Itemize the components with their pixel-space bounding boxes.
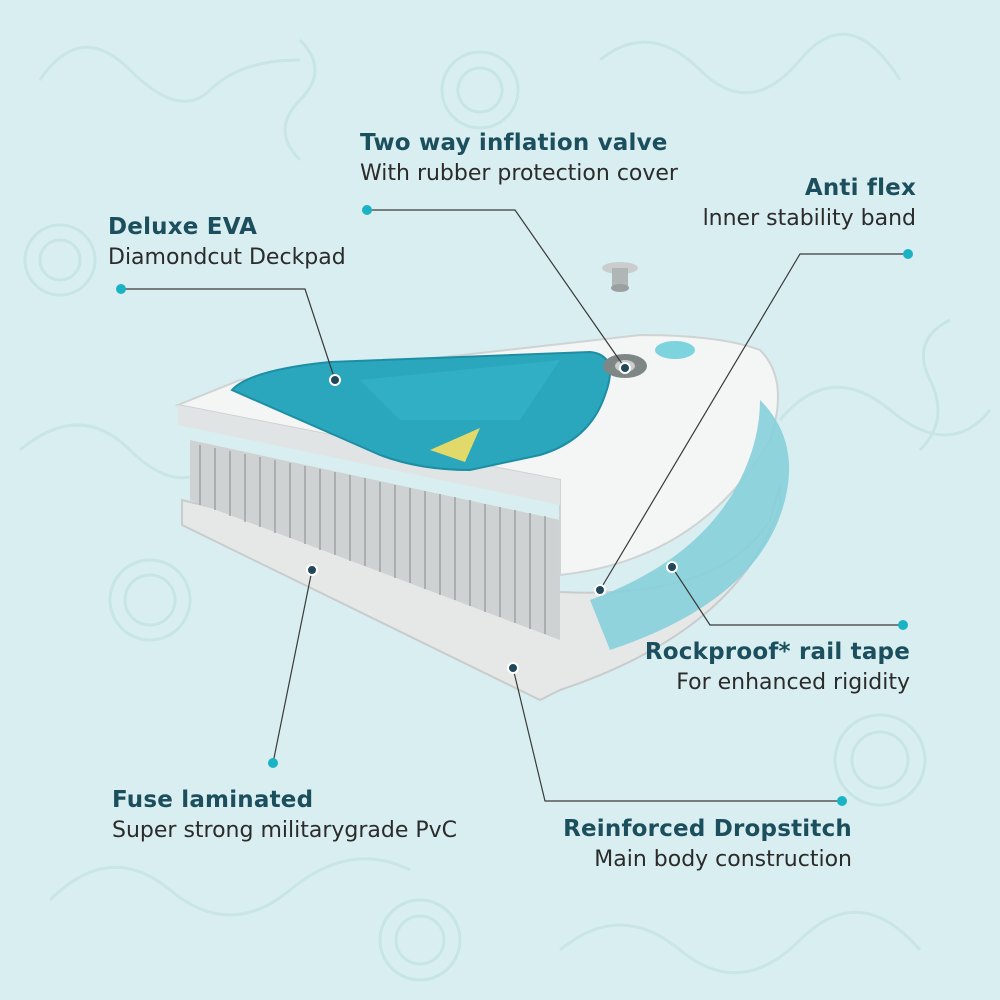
callout-subtitle: With rubber protection cover [360,161,678,186]
callout-subtitle: Super strong militarygrade PvC [112,818,458,843]
callout-subtitle: For enhanced rigidity [676,670,910,695]
callout-antiflex: Anti flex lnner stability band [703,173,916,235]
callout-eva: Deluxe EVA Diamondcut Deckpad [108,212,346,274]
callout-subtitle: lnner stability band [702,206,916,231]
callout-title: Reinforced Dropstitch [563,816,852,842]
callout-valve: Two way inflation valve With rubber prot… [360,128,678,190]
callout-subtitle: Diamondcut Deckpad [108,245,346,270]
leader-dots [116,205,913,806]
leader-lines [121,209,908,802]
rail-tape [590,400,790,650]
callout-title: Rockproof* rail tape [644,639,910,665]
callout-title: Fuse laminated [112,787,314,813]
anchor-dots [306,362,678,674]
callout-title: Two way inflation valve [360,130,668,156]
valve-cap-icon [602,262,638,292]
callout-title: Deluxe EVA [108,214,258,240]
callout-title: Anti flex [804,175,916,201]
callout-railtape: Rockproof* rail tape For enhanced rigidi… [645,637,910,699]
dropstitch-core [190,440,560,640]
dropstitch-threads [199,445,546,634]
callout-dropstitch: Reinforced Dropstitch Main body construc… [563,814,852,876]
callout-subtitle: Main body construction [594,847,852,872]
callout-fuse: Fuse laminated Super strong militarygrad… [112,785,457,847]
